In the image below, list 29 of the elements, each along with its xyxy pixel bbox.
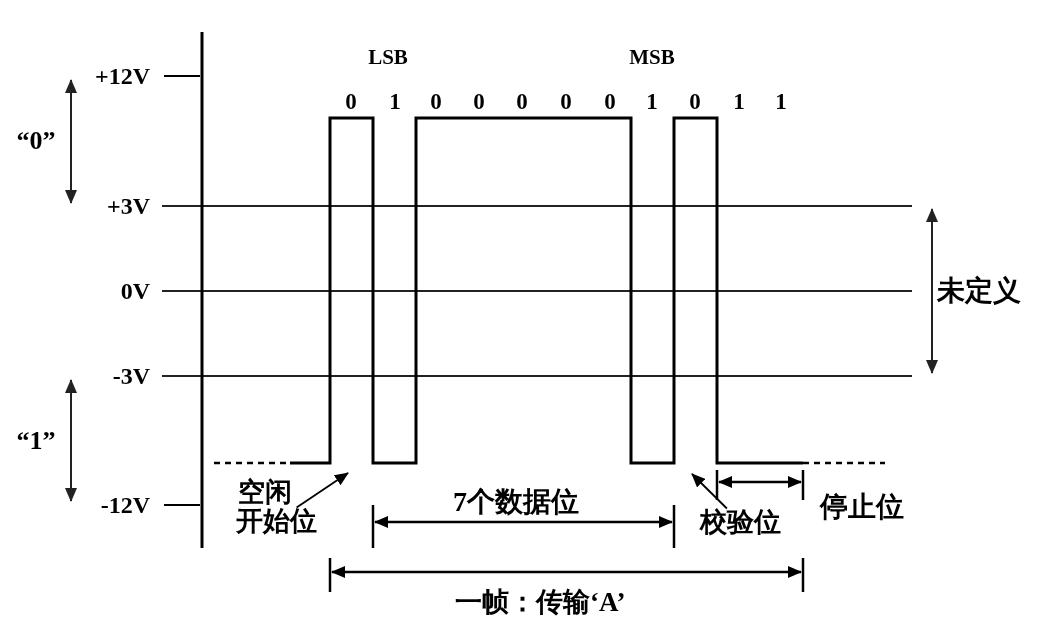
voltage-label: -3V: [112, 364, 150, 388]
logic-level-label: “0”: [16, 128, 56, 154]
bit-value: 1: [775, 89, 787, 113]
bit-value: 0: [604, 89, 616, 113]
leader-line: [295, 472, 349, 509]
state-label: 未定义: [937, 277, 1021, 305]
callout-label: 校验位: [700, 508, 781, 536]
voltage-label: +3V: [107, 194, 150, 218]
bit-value: 1: [733, 89, 745, 113]
callout-label: 开始位: [236, 507, 317, 535]
voltage-label: 0V: [120, 279, 150, 303]
bit-order-label: LSB: [368, 46, 408, 68]
voltage-label: +12V: [95, 64, 150, 88]
dimension-label: 停止位: [820, 493, 904, 521]
dimension-label: 一帧：传输‘A’: [455, 588, 626, 616]
bit-value: 0: [345, 89, 357, 113]
leader-line: [691, 473, 728, 510]
bit-value: 1: [389, 89, 401, 113]
state-label: 空闲: [238, 478, 292, 506]
voltage-label: -12V: [100, 493, 150, 517]
bit-value: 0: [430, 89, 442, 113]
bit-value: 0: [516, 89, 528, 113]
bit-value: 0: [689, 89, 701, 113]
bit-order-label: MSB: [629, 46, 675, 68]
dimension-label: 7个数据位: [453, 488, 579, 516]
bit-value: 0: [560, 89, 572, 113]
bit-value: 1: [646, 89, 658, 113]
logic-level-label: “1”: [16, 428, 56, 454]
bit-value: 0: [473, 89, 485, 113]
